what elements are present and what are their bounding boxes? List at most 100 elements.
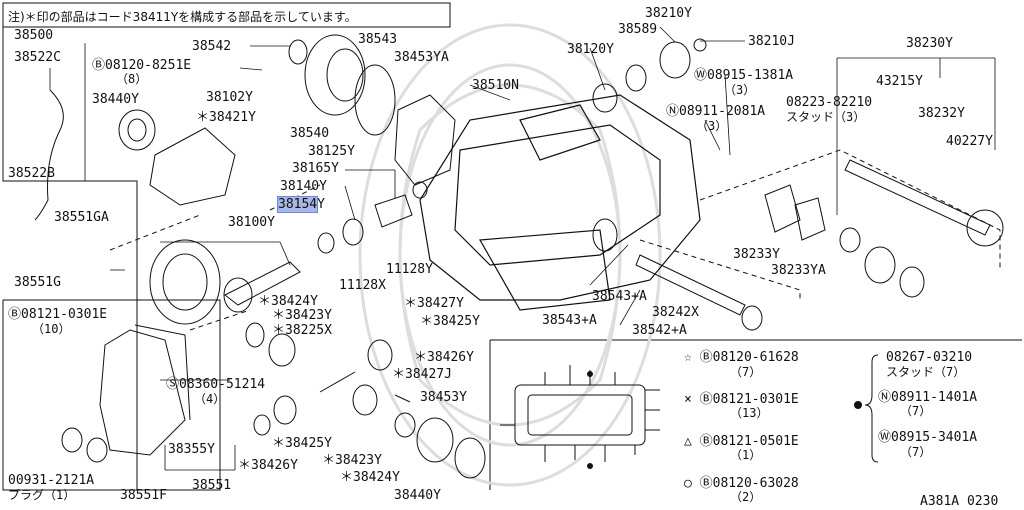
shim: [394, 412, 416, 438]
legend-star-part[interactable]: ☆ Ⓑ08120-61628: [684, 350, 799, 365]
legend-markers: [587, 371, 862, 469]
seal-38543: [839, 227, 861, 253]
qty-8: （8）: [116, 72, 148, 86]
seal-38542A: [741, 305, 763, 331]
part-40227Y[interactable]: 40227Y: [946, 134, 993, 149]
part-38140Y[interactable]: 38140Y: [280, 179, 327, 194]
part-38522C[interactable]: 38522C: [14, 50, 61, 65]
part-38423Y-lower[interactable]: ＊38423Y: [322, 453, 382, 468]
front-cover: [288, 34, 366, 116]
washer-38426: [253, 414, 271, 436]
part-11128Y[interactable]: 11128Y: [386, 262, 433, 277]
part-38100Y[interactable]: 38100Y: [228, 215, 275, 230]
part-38543A-lower[interactable]: 38543+A: [542, 313, 597, 328]
part-S08360-51214[interactable]: Ⓢ08360-51214: [166, 377, 266, 392]
legend-nut-qty: （7）: [900, 404, 932, 418]
part-38230Y[interactable]: 38230Y: [906, 36, 953, 51]
part-W08915-1381A[interactable]: Ⓦ08915-1381A: [694, 68, 794, 83]
part-38233Y[interactable]: 38233Y: [733, 247, 780, 262]
part-38355Y[interactable]: 38355Y: [168, 442, 215, 457]
legend-triangle-part[interactable]: △ Ⓑ08121-0501E: [684, 434, 799, 449]
part-38551G[interactable]: 38551G: [14, 275, 61, 290]
legend-nut[interactable]: Ⓝ08911-1401A: [878, 390, 978, 405]
part-38210Y[interactable]: 38210Y: [645, 6, 692, 21]
part-38233YA[interactable]: 38233YA: [771, 263, 826, 278]
gasket: [394, 94, 456, 186]
part-38551GA[interactable]: 38551GA: [54, 210, 109, 225]
pinion-mate-2: [352, 384, 378, 416]
flange-38210: [659, 41, 691, 79]
part-38425Y-lower[interactable]: ＊38425Y: [272, 436, 332, 451]
qty-4: （4）: [194, 392, 226, 406]
part-38500[interactable]: 38500: [14, 28, 54, 43]
part-38421Y[interactable]: ＊38421Y: [196, 110, 256, 125]
part-38427J[interactable]: ＊38427J: [392, 367, 452, 382]
part-38154Y[interactable]: 38154Y: [276, 196, 325, 213]
part-38427Y[interactable]: ＊38427Y: [404, 296, 464, 311]
part-38453YA[interactable]: 38453YA: [394, 50, 449, 65]
part-38551F[interactable]: 38551F: [120, 488, 167, 503]
breather-hose: [34, 89, 64, 221]
crown-gear: [149, 239, 221, 325]
part-43215Y[interactable]: 43215Y: [876, 74, 923, 89]
part-38510N[interactable]: 38510N: [472, 78, 519, 93]
part-38154-highlight[interactable]: 38154: [276, 196, 319, 213]
part-38210J[interactable]: 38210J: [748, 34, 795, 49]
legend-washer[interactable]: Ⓦ08915-3401A: [878, 430, 978, 445]
shim-38154: [317, 232, 335, 254]
plug-a: [61, 427, 83, 453]
part-38102Y[interactable]: 38102Y: [206, 90, 253, 105]
part-38154-suffix: Y: [317, 197, 325, 212]
part-38543[interactable]: 38543: [358, 32, 398, 47]
part-38522B[interactable]: 38522B: [8, 166, 55, 181]
part-38225X[interactable]: ＊38225X: [272, 323, 332, 338]
roll-pin: [394, 394, 411, 403]
spacer-38165: [374, 194, 413, 228]
oring-38543: [354, 64, 396, 136]
part-38542[interactable]: 38542: [192, 39, 232, 54]
part-38440Y-upper[interactable]: 38440Y: [92, 92, 139, 107]
legend-washer-qty: （7）: [900, 445, 932, 459]
part-08120-8251E[interactable]: Ⓑ08120-8251E: [92, 58, 192, 73]
part-38165Y[interactable]: 38165Y: [292, 161, 339, 176]
part-08223-82210[interactable]: 08223-82210: [786, 95, 873, 110]
part-38242X[interactable]: 38242X: [652, 305, 699, 320]
part-38551[interactable]: 38551: [192, 478, 232, 493]
part-00931-2121A[interactable]: 00931-2121A: [8, 473, 95, 488]
part-38542A[interactable]: 38542+A: [632, 323, 687, 338]
bearing-38120: [592, 83, 618, 113]
part-38589[interactable]: 38589: [618, 22, 658, 37]
part-38425Y-upper[interactable]: ＊38425Y: [420, 314, 480, 329]
part-38125Y[interactable]: 38125Y: [308, 144, 355, 159]
part-38540[interactable]: 38540: [290, 126, 330, 141]
part-38426Y-lower[interactable]: ＊38426Y: [238, 458, 298, 473]
part-38232Y[interactable]: 38232Y: [918, 106, 965, 121]
part-N08911-2081A[interactable]: Ⓝ08911-2081A: [666, 104, 766, 119]
part-38120Y[interactable]: 38120Y: [567, 42, 614, 57]
qty-3a: （3）: [724, 83, 756, 97]
legend-circle-part[interactable]: ○ Ⓑ08120-63028: [684, 476, 799, 491]
part-38423Y-upper[interactable]: ＊38423Y: [272, 308, 332, 323]
part-38453Y[interactable]: 38453Y: [420, 390, 467, 405]
legend-bolt-stud[interactable]: 08267-03210: [886, 350, 973, 365]
figure-reference: A381A 0230: [920, 494, 999, 509]
part-38440Y-lower[interactable]: 38440Y: [394, 488, 441, 503]
part-08121-0301E[interactable]: Ⓑ08121-0301E: [8, 307, 108, 322]
parts-note: 注)＊印の部品はコード38411Yを構成する部品を示しています。: [8, 10, 357, 24]
legend-pan-diagram: [500, 365, 660, 462]
plug-1: プラグ（1）: [8, 488, 76, 502]
part-38426Y-upper[interactable]: ＊38426Y: [414, 350, 474, 365]
part-38543A-upper[interactable]: 38543+A: [592, 289, 647, 304]
washer-38424: [245, 322, 265, 348]
part-11128X[interactable]: 11128X: [339, 278, 386, 293]
left-frame-line: [2, 27, 138, 490]
plug-b: [86, 437, 108, 463]
legend-x-part[interactable]: × Ⓑ08121-0301E: [684, 392, 799, 407]
gasket-38233Y: [764, 184, 801, 233]
seal-38232: [899, 266, 925, 298]
nut-38210J: [693, 38, 707, 52]
part-38424Y-upper[interactable]: ＊38424Y: [258, 294, 318, 309]
qty-3b: （3）: [696, 119, 728, 133]
part-38424Y-lower[interactable]: ＊38424Y: [340, 470, 400, 485]
